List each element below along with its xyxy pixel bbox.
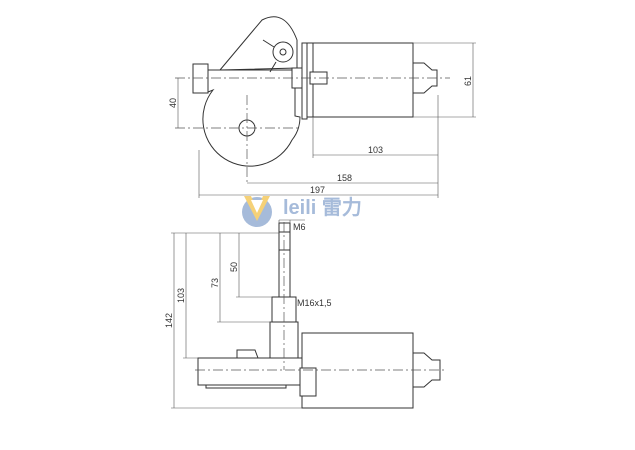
- dim-73: 73: [210, 278, 220, 288]
- dim-103-height: 103: [176, 288, 186, 303]
- flange: [301, 42, 308, 120]
- logo-text: leili 雷力: [283, 196, 362, 219]
- gear-housing: [202, 69, 301, 167]
- terminal: [299, 367, 317, 397]
- housing-base: [205, 384, 287, 389]
- dim-40: 40: [168, 98, 178, 108]
- output-shaft: [278, 222, 291, 299]
- dim-50: 50: [229, 262, 239, 272]
- housing-boss: [236, 349, 259, 359]
- wing-nut-hole: [279, 48, 287, 56]
- label-m16: M16x1,5: [297, 298, 332, 308]
- wing-nut-wings: [262, 39, 277, 73]
- dimension-lines-2: [171, 219, 305, 409]
- gear-housing-side: [197, 357, 303, 386]
- motor-body-side: [301, 332, 414, 409]
- knurled-section: [278, 231, 291, 251]
- label-m6: M6: [293, 222, 306, 232]
- front-view: 142 103 73 50 M6 M16x1,5: [164, 219, 445, 409]
- wing-nut: [272, 41, 294, 63]
- end-cap: [412, 62, 438, 94]
- leili-logo: leili 雷力: [242, 196, 362, 227]
- dim-61: 61: [463, 76, 473, 86]
- dim-197: 197: [310, 185, 325, 195]
- dimension-lines: [177, 42, 476, 198]
- top-view: 40 61 103 158 197: [168, 16, 476, 198]
- bolt-head: [192, 63, 209, 94]
- dim-103: 103: [368, 145, 383, 155]
- dim-158: 158: [337, 173, 352, 183]
- dim-142: 142: [164, 313, 174, 328]
- end-cap-side: [412, 352, 441, 388]
